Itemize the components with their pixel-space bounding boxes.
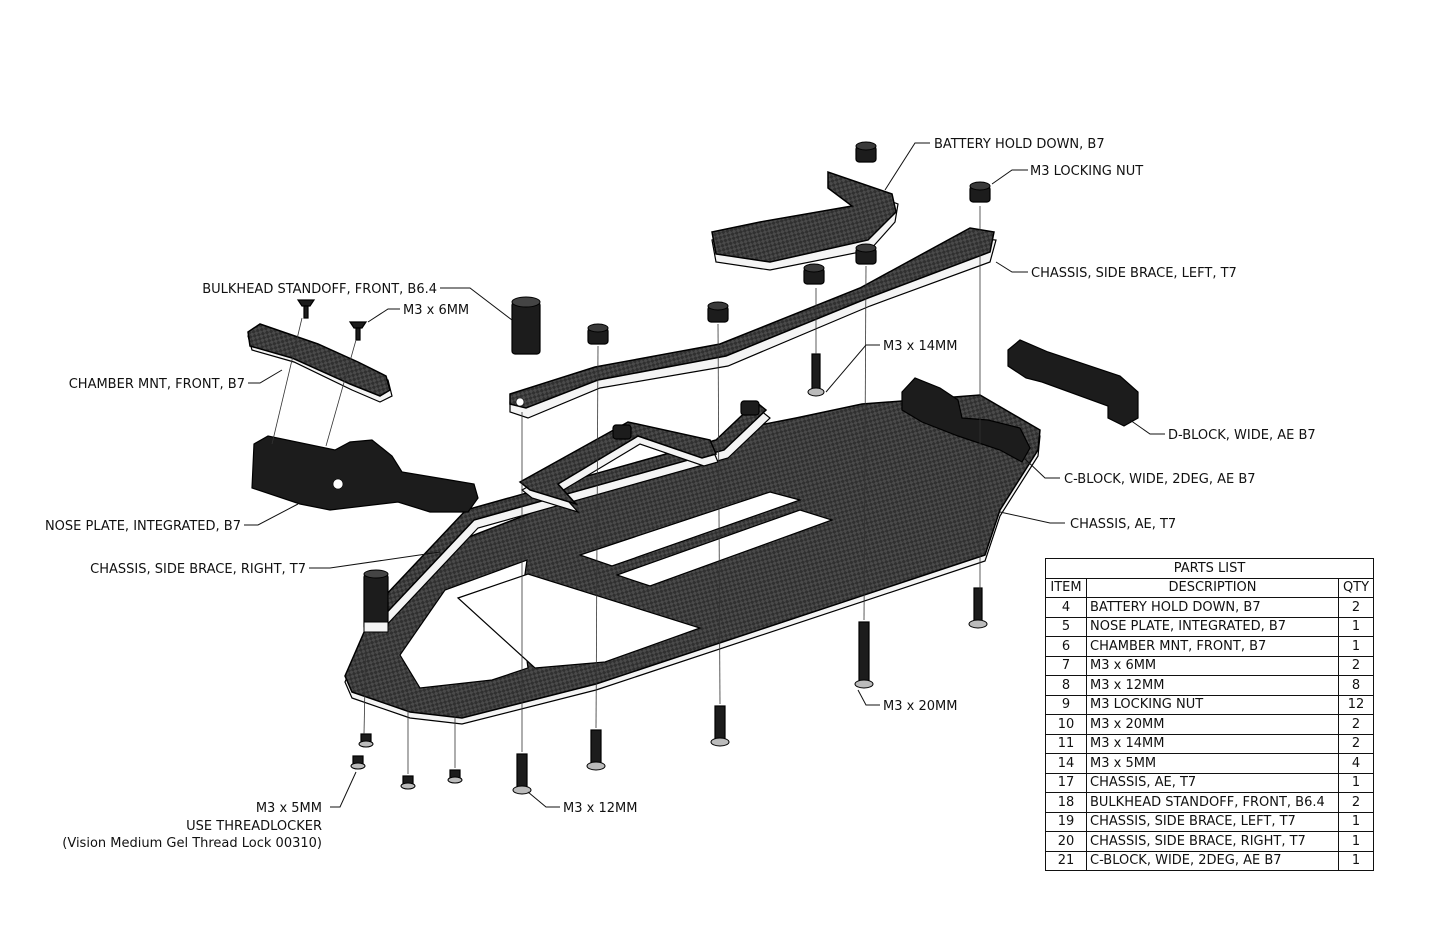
assembly-axes [271, 206, 981, 774]
chassis-plate [344, 394, 1041, 725]
cell-qty: 2 [1338, 714, 1374, 735]
column-header-qty: QTY [1338, 577, 1374, 598]
side-brace-left-part [509, 227, 997, 419]
cell-qty: 1 [1338, 850, 1374, 871]
label-m3x20: M3 x 20MM [883, 699, 957, 714]
cell-description: NOSE PLATE, INTEGRATED, B7 [1086, 616, 1339, 637]
battery-hold-down-lower [518, 421, 719, 514]
cell-qty: 1 [1338, 772, 1374, 793]
cell-qty: 4 [1338, 753, 1374, 774]
cell-qty: 2 [1338, 655, 1374, 676]
screws [296, 299, 988, 795]
cell-description: C-BLOCK, WIDE, 2DEG, AE B7 [1086, 850, 1339, 871]
locking-nuts [587, 141, 991, 440]
cell-qty: 1 [1338, 831, 1374, 852]
cell-item: 9 [1045, 694, 1087, 715]
label-m3x12: M3 x 12MM [563, 801, 637, 816]
label-threadlock-product: (Vision Medium Gel Thread Lock 00310) [62, 836, 322, 851]
cell-qty: 8 [1338, 675, 1374, 696]
cell-description: M3 x 6MM [1086, 655, 1339, 676]
cell-item: 18 [1045, 792, 1087, 813]
cell-description: CHASSIS, AE, T7 [1086, 772, 1339, 793]
label-m3x6: M3 x 6MM [403, 303, 469, 318]
cell-item: 19 [1045, 811, 1087, 832]
label-threadlocker: USE THREADLOCKER [186, 819, 322, 834]
cell-qty: 2 [1338, 792, 1374, 813]
cell-item: 17 [1045, 772, 1087, 793]
label-chamber-mnt: CHAMBER MNT, FRONT, B7 [69, 377, 245, 392]
cell-item: 14 [1045, 753, 1087, 774]
cell-item: 21 [1045, 850, 1087, 871]
battery-hold-down-upper [711, 170, 899, 271]
cell-qty: 1 [1338, 811, 1374, 832]
leader-lines [244, 142, 1165, 808]
label-nose-plate: NOSE PLATE, INTEGRATED, B7 [45, 519, 241, 534]
cell-description: M3 x 14MM [1086, 733, 1339, 754]
label-d-block: D-BLOCK, WIDE, AE B7 [1168, 428, 1316, 443]
callout-labels: BATTERY HOLD DOWN, B7 M3 LOCKING NUT CHA… [45, 137, 1316, 851]
cell-description: CHAMBER MNT, FRONT, B7 [1086, 636, 1339, 657]
column-header-description: DESCRIPTION [1086, 577, 1339, 598]
nose-plate-part [251, 435, 479, 513]
d-block-part [1007, 339, 1139, 427]
cell-qty: 2 [1338, 733, 1374, 754]
label-m3x5: M3 x 5MM [256, 801, 322, 816]
label-chassis-ae: CHASSIS, AE, T7 [1070, 517, 1176, 532]
cell-item: 4 [1045, 597, 1087, 618]
c-block-part [901, 377, 1031, 463]
cell-item: 8 [1045, 675, 1087, 696]
bulkhead-standoff-part [363, 296, 541, 633]
label-battery-hold-down: BATTERY HOLD DOWN, B7 [934, 137, 1105, 152]
cell-qty: 1 [1338, 636, 1374, 657]
cell-qty: 12 [1338, 694, 1374, 715]
label-side-brace-left: CHASSIS, SIDE BRACE, LEFT, T7 [1031, 266, 1237, 281]
column-header-item: ITEM [1045, 577, 1087, 598]
cell-qty: 1 [1338, 616, 1374, 637]
label-c-block: C-BLOCK, WIDE, 2DEG, AE B7 [1064, 472, 1256, 487]
cell-description: BATTERY HOLD DOWN, B7 [1086, 597, 1339, 618]
cell-description: CHASSIS, SIDE BRACE, RIGHT, T7 [1086, 831, 1339, 852]
cell-description: BULKHEAD STANDOFF, FRONT, B6.4 [1086, 792, 1339, 813]
cell-item: 7 [1045, 655, 1087, 676]
cell-qty: 2 [1338, 597, 1374, 618]
cell-description: M3 LOCKING NUT [1086, 694, 1339, 715]
label-m3x14: M3 x 14MM [883, 339, 957, 354]
cell-description: CHASSIS, SIDE BRACE, LEFT, T7 [1086, 811, 1339, 832]
parts-list-title: PARTS LIST [1045, 558, 1374, 579]
label-side-brace-right: CHASSIS, SIDE BRACE, RIGHT, T7 [90, 562, 306, 577]
cell-item: 6 [1045, 636, 1087, 657]
cell-description: M3 x 20MM [1086, 714, 1339, 735]
cell-item: 20 [1045, 831, 1087, 852]
cell-item: 5 [1045, 616, 1087, 637]
cell-description: M3 x 12MM [1086, 675, 1339, 696]
cell-item: 11 [1045, 733, 1087, 754]
cell-item: 10 [1045, 714, 1087, 735]
cell-description: M3 x 5MM [1086, 753, 1339, 774]
label-m3-locking-nut: M3 LOCKING NUT [1030, 164, 1143, 179]
chamber-mount-part [247, 323, 393, 403]
label-bulkhead-standoff: BULKHEAD STANDOFF, FRONT, B6.4 [202, 282, 437, 297]
